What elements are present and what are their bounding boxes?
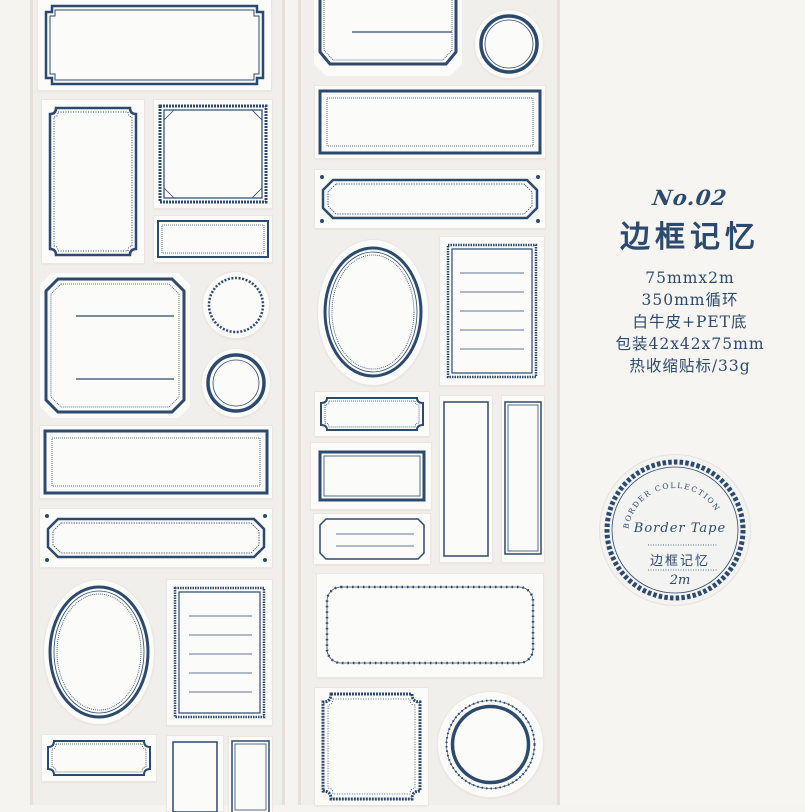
badge-beaded-ring-icon: BORDER COLLECTION	[604, 459, 746, 601]
background-panel	[560, 0, 805, 805]
sticker-wide-rect	[40, 426, 272, 498]
badge-script-text: Border Tape	[633, 521, 727, 536]
spec-repeat: 350mm循环	[641, 291, 739, 309]
sticker-small-rect	[154, 216, 272, 262]
sticker-ticket-plate	[40, 509, 272, 567]
sticker-cross-stitch-frame	[317, 574, 543, 677]
sticker-tall-narrow-1	[440, 396, 492, 562]
spec-package: 包装42x42x75mm	[615, 335, 765, 353]
product-info: No.02 边框记忆 75mmx2m 350mm循环 白牛皮+PET底 包装42…	[590, 185, 790, 377]
sticker-oval-frame	[44, 580, 154, 724]
sticker-small-label-right	[315, 392, 429, 436]
sticker-square-frame	[154, 100, 272, 208]
sticker-circle-beaded	[203, 272, 269, 338]
sticker-lined-card-right	[440, 237, 544, 385]
sticker-tall-narrow-2	[502, 396, 544, 562]
sticker-oval-frame-right	[318, 240, 428, 385]
sticker-lined-card	[167, 580, 272, 725]
sticker-wide-rect-right	[315, 86, 545, 158]
spec-material: 白牛皮+PET底	[632, 313, 748, 331]
product-title: 边框记忆	[620, 220, 760, 255]
sticker-octagon-lined	[40, 273, 190, 418]
sticker-octagon-top	[314, 0, 462, 76]
badge-title: 边框记忆	[649, 554, 710, 569]
badge-length: 2m	[669, 573, 691, 588]
sticker-ticket-plate-right	[315, 170, 545, 228]
sticker-tall-frame	[42, 100, 144, 263]
sticker-circle-double	[202, 349, 270, 417]
sticker-notched-rect	[38, 0, 271, 90]
sticker-box-frame	[311, 443, 431, 509]
tape-roll-badge: BORDER COLLECTION Border Tape 边框记忆 2m	[600, 455, 750, 605]
sticker-corner-square	[315, 688, 428, 805]
sticker-narrow-rect-2	[229, 737, 272, 812]
spec-size: 75mmx2m	[645, 269, 735, 287]
product-number: No.02	[651, 185, 729, 210]
sticker-narrow-rect-1	[167, 736, 223, 812]
spec-label-weight: 热收缩贴标/33g	[629, 357, 751, 375]
sticker-circle-ring	[475, 10, 543, 78]
product-specs: 75mmx2m 350mm循环 白牛皮+PET底 包装42x42x75mm 热收…	[590, 267, 790, 377]
sticker-lined-plate	[314, 514, 430, 564]
sticker-circle-cross-stitch	[438, 692, 543, 797]
sticker-small-label	[42, 735, 156, 781]
